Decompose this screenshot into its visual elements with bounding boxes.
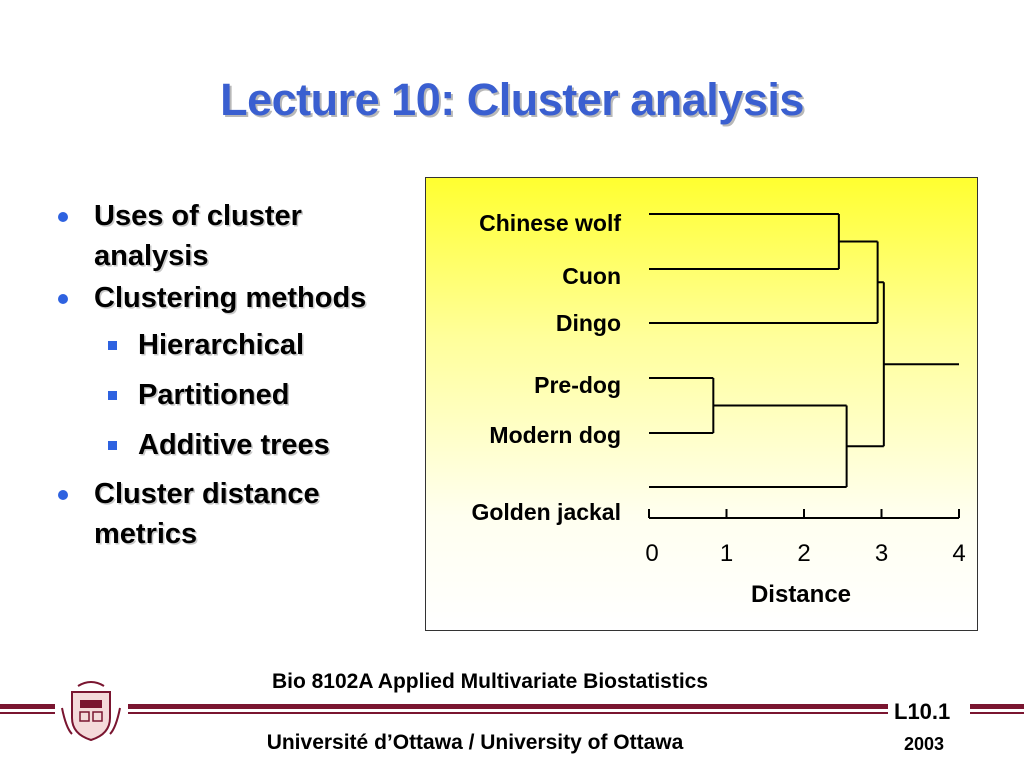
university-crest-logo bbox=[61, 681, 121, 742]
leaf-label: Golden jackal bbox=[471, 499, 621, 525]
course-title: Bio 8102A Applied Multivariate Biostatis… bbox=[271, 670, 709, 693]
bullet-list: Uses of cluster analysis Clustering meth… bbox=[56, 196, 386, 556]
bullet-item: Uses of cluster analysis bbox=[56, 196, 386, 276]
bullet-text: Clustering methods bbox=[94, 282, 367, 314]
sub-bullet-text: Additive trees bbox=[138, 429, 330, 461]
x-axis-label: Distance bbox=[751, 581, 851, 608]
sub-bullet-text: Partitioned bbox=[138, 379, 290, 411]
sub-bullet-item: Partitioned bbox=[56, 370, 386, 420]
x-tick-label: 3 bbox=[875, 540, 888, 567]
leaf-label: Modern dog bbox=[489, 422, 621, 448]
bullet-square-icon bbox=[108, 441, 117, 450]
slide-title: Lecture 10: Cluster analysis bbox=[220, 74, 804, 125]
bullet-dot-icon bbox=[58, 212, 68, 222]
x-tick-label: 2 bbox=[797, 540, 810, 567]
bullet-item: Cluster distance metrics bbox=[56, 474, 386, 554]
sub-bullet-item: Hierarchical bbox=[56, 320, 386, 370]
slide-number: L10.1 bbox=[894, 699, 951, 724]
x-tick-label: 4 bbox=[952, 540, 965, 567]
university-name: Université d’Ottawa / University of Otta… bbox=[266, 731, 684, 754]
leaf-label: Cuon bbox=[562, 263, 621, 289]
bullet-item: Clustering methods bbox=[56, 278, 386, 318]
leaf-label: Dingo bbox=[556, 310, 621, 336]
leaf-label: Pre-dog bbox=[534, 372, 621, 398]
footer-rule bbox=[970, 712, 1024, 714]
sub-bullet-text: Hierarchical bbox=[138, 329, 305, 361]
x-tick-label: 0 bbox=[645, 540, 658, 567]
sub-bullet-item: Additive trees bbox=[56, 420, 386, 470]
footer-rule bbox=[0, 704, 55, 709]
bullet-square-icon bbox=[108, 341, 117, 350]
bullet-text: Uses of cluster analysis bbox=[94, 200, 302, 272]
footer-rule bbox=[128, 704, 888, 709]
bullet-dot-icon bbox=[58, 294, 68, 304]
footer-rule bbox=[128, 712, 888, 714]
bullet-dot-icon bbox=[58, 490, 68, 500]
footer-rule bbox=[0, 712, 55, 714]
x-tick-label: 1 bbox=[720, 540, 733, 567]
bullet-text: Cluster distance metrics bbox=[94, 478, 320, 550]
footer-rule bbox=[970, 704, 1024, 709]
year: 2003 bbox=[904, 734, 945, 754]
leaf-label: Chinese wolf bbox=[479, 210, 621, 236]
bullet-square-icon bbox=[108, 391, 117, 400]
